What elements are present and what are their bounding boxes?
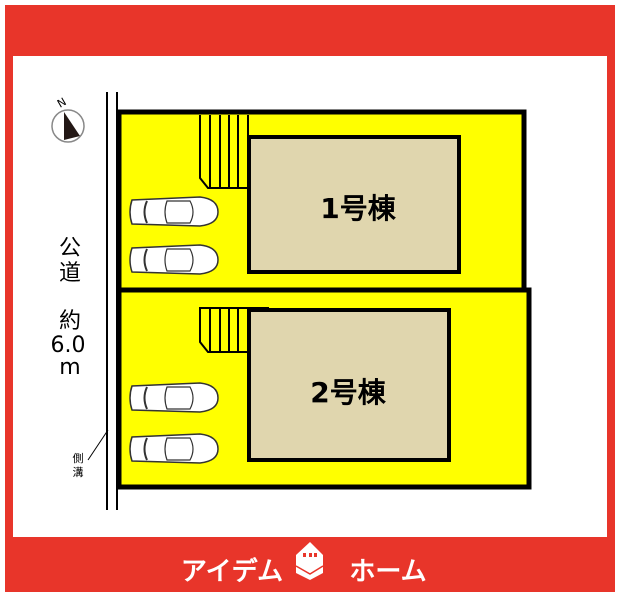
road-label: 道 [59, 261, 81, 286]
svg-text:アイデム: アイデム [181, 556, 283, 587]
company-logo: アイデム ホーム [181, 542, 427, 587]
north-compass-icon: N [51, 95, 85, 143]
parking-car-icon [129, 382, 219, 413]
parking-car-icon [129, 244, 219, 275]
building-1-label: 1号棟 [320, 192, 396, 225]
svg-text:ホーム: ホーム [349, 557, 426, 587]
building-2-label: 2号棟 [310, 376, 386, 409]
road-width-unit: m [59, 355, 80, 380]
building-1 [247, 135, 461, 274]
gutter-label: 側 [73, 452, 84, 465]
gutter-leader-line [87, 429, 109, 461]
building-2 [247, 308, 451, 462]
road-width-label: 約 [59, 309, 81, 334]
gutter-label: 溝 [73, 466, 84, 479]
road-label: 公 [59, 236, 81, 261]
parking-car-icon [129, 433, 219, 464]
road-width-value: 6.0 [51, 333, 86, 358]
house-logo-icon [295, 542, 324, 580]
parking-car-icon [129, 196, 219, 227]
